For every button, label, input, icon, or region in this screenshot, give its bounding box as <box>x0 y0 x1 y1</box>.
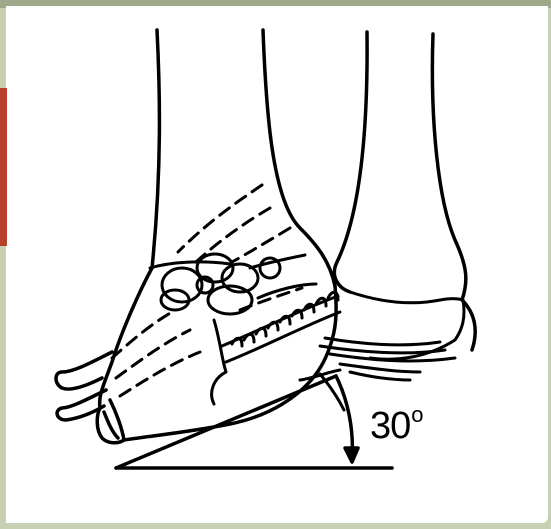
shoe-outline <box>97 268 336 443</box>
incline-line <box>116 376 336 468</box>
angle-label: 30o <box>370 402 423 448</box>
degree-symbol: o <box>411 402 422 427</box>
angle-arc <box>336 376 352 458</box>
back-foot <box>320 292 464 380</box>
left-leg <box>152 30 335 286</box>
lace-band <box>212 292 340 404</box>
angle-value: 30 <box>370 405 410 447</box>
arc-arrowhead <box>345 448 358 462</box>
incline-wedge <box>116 376 392 468</box>
